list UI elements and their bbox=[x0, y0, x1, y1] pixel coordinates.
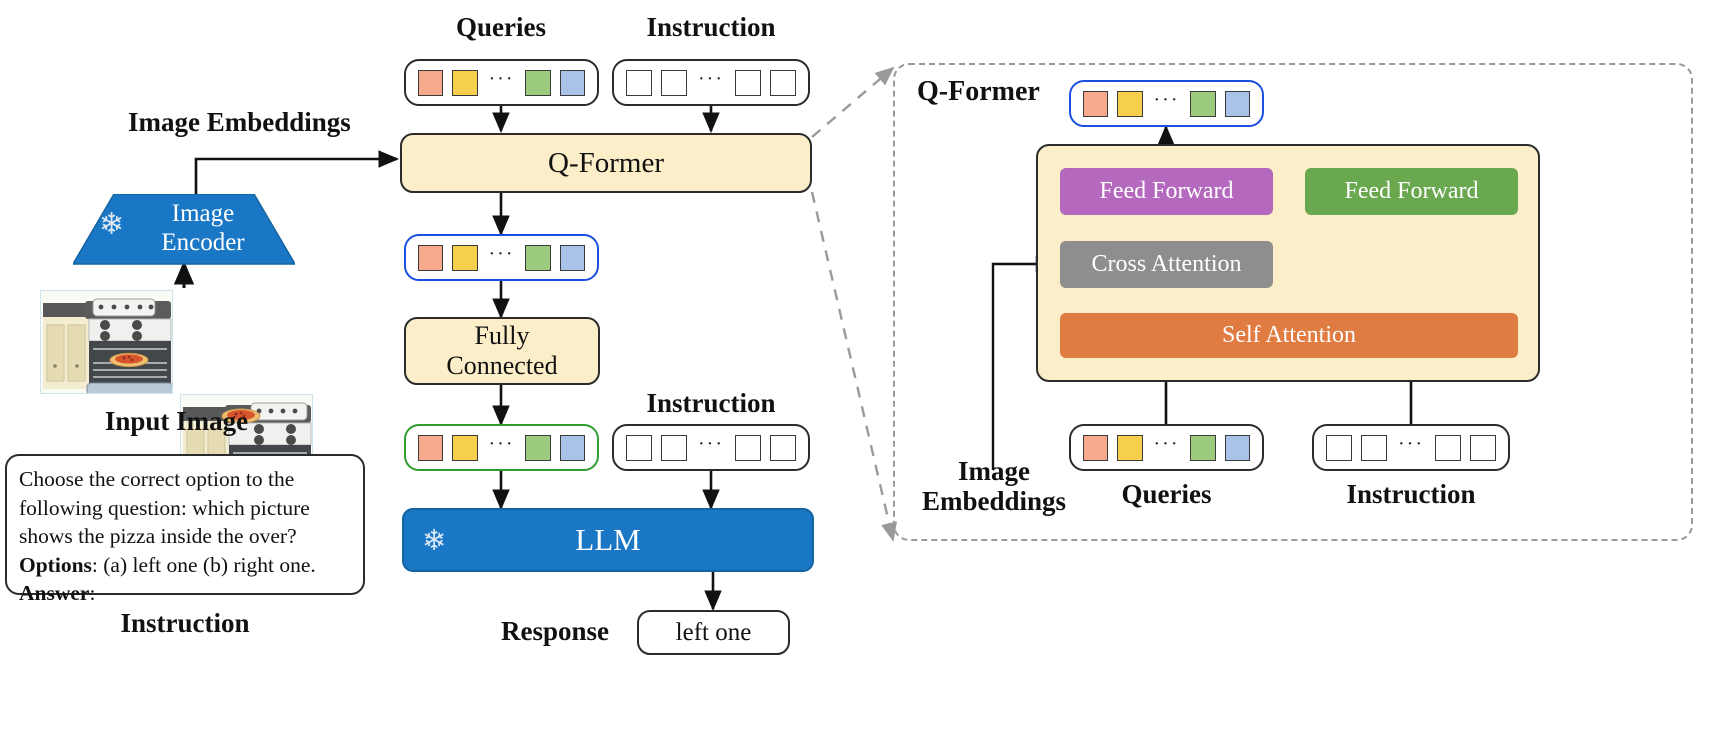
response-box[interactable]: left one bbox=[637, 610, 790, 655]
ellipsis-icon: ··· bbox=[488, 242, 515, 265]
feed-forward-instruction-label: Feed Forward bbox=[1344, 178, 1479, 204]
ellipsis-icon: ··· bbox=[488, 67, 515, 90]
ellipsis-icon: ··· bbox=[698, 432, 724, 455]
instruction-caption: Instruction bbox=[120, 608, 250, 638]
feed-forward-queries-label: Feed Forward bbox=[1099, 178, 1234, 204]
instruction-token bbox=[661, 434, 687, 461]
detail-image-embeddings-line1: Image bbox=[958, 456, 1030, 486]
query-token-salmon bbox=[418, 69, 444, 96]
instruction-token bbox=[1326, 434, 1352, 461]
instruction-token bbox=[1361, 434, 1387, 461]
projected-token-green bbox=[525, 434, 551, 461]
options-rest: : (a) left one (b) right one. bbox=[91, 552, 316, 577]
detail-query-token-yellow bbox=[1117, 434, 1143, 461]
projected-token-strip[interactable]: ··· bbox=[404, 424, 599, 471]
instruction-token bbox=[661, 69, 687, 96]
query-token-blue bbox=[559, 69, 585, 96]
ellipsis-icon: ··· bbox=[1153, 432, 1180, 455]
feed-forward-instruction-block[interactable]: Feed Forward bbox=[1305, 168, 1518, 215]
query-token-green bbox=[525, 69, 551, 96]
response-label: Response bbox=[501, 616, 610, 646]
instruction-token bbox=[1434, 434, 1461, 461]
projected-token-yellow bbox=[452, 434, 478, 461]
input-image-label: Input Image bbox=[104, 406, 249, 436]
ellipsis-icon: ··· bbox=[1153, 88, 1180, 111]
response-text: left one bbox=[675, 618, 752, 646]
snowflake-icon: ❄ bbox=[422, 525, 447, 557]
instruction-mid-label: Instruction bbox=[646, 388, 776, 418]
query-token-yellow bbox=[452, 69, 478, 96]
input-thumbnail-left[interactable] bbox=[40, 290, 173, 394]
detail-query-token-green bbox=[1190, 434, 1216, 461]
queries-label: Queries bbox=[456, 12, 546, 42]
q-former-block-label: Q-Former bbox=[548, 146, 664, 179]
detail-queries-token-strip[interactable]: ··· bbox=[1069, 424, 1264, 471]
instruction-top-label: Instruction bbox=[646, 12, 776, 42]
instruction-token-strip-top[interactable]: ··· bbox=[612, 59, 810, 106]
detail-queries-label: Queries bbox=[1121, 479, 1212, 509]
image-encoder-label: Image Encoder bbox=[133, 200, 273, 257]
fully-connected-block[interactable]: Fully Connected bbox=[404, 317, 600, 385]
image-embeddings-label: Image Embeddings bbox=[128, 107, 351, 137]
cross-attention-block[interactable]: Cross Attention bbox=[1060, 241, 1273, 288]
ellipsis-icon: ··· bbox=[488, 432, 515, 455]
fully-connected-line2: Connected bbox=[446, 351, 558, 380]
instruction-line-3: shows the pizza inside the over? bbox=[19, 524, 297, 549]
options-label: Options bbox=[19, 552, 92, 577]
instruction-token bbox=[1469, 434, 1496, 461]
detail-panel-title: Q-Former bbox=[917, 76, 1040, 107]
answer-rest: : bbox=[89, 581, 96, 606]
instruction-token bbox=[769, 434, 796, 461]
detail-instruction-token-strip[interactable]: ··· bbox=[1312, 424, 1510, 471]
instruction-panel[interactable]: Choose the correct option to the followi… bbox=[5, 454, 365, 605]
detail-output-token-green bbox=[1190, 90, 1216, 117]
cross-attention-label: Cross Attention bbox=[1091, 251, 1242, 277]
detail-output-token-yellow bbox=[1117, 90, 1143, 117]
detail-image-embeddings-label: Image Embeddings bbox=[905, 456, 1083, 516]
llm-label: LLM bbox=[575, 522, 641, 557]
instruction-line-2: following question: which picture bbox=[19, 495, 310, 520]
output-token-blue bbox=[559, 244, 585, 271]
output-token-yellow bbox=[452, 244, 478, 271]
queries-token-strip[interactable]: ··· bbox=[404, 59, 599, 106]
llm-block[interactable]: ❄ LLM bbox=[402, 508, 814, 572]
instruction-line-1: Choose the correct option to the bbox=[19, 467, 295, 491]
detail-query-token-blue bbox=[1224, 434, 1250, 461]
instruction-answer-line: Answer: bbox=[19, 579, 351, 608]
instruction-token bbox=[769, 69, 796, 96]
feed-forward-queries-block[interactable]: Feed Forward bbox=[1060, 168, 1273, 215]
image-encoder-line1: Image bbox=[171, 200, 235, 227]
ellipsis-icon: ··· bbox=[1398, 432, 1424, 455]
instruction-token bbox=[734, 434, 761, 461]
detail-output-token-blue bbox=[1224, 90, 1250, 117]
self-attention-block[interactable]: Self Attention bbox=[1060, 313, 1518, 358]
ellipsis-icon: ··· bbox=[698, 67, 724, 90]
instruction-token bbox=[626, 69, 652, 96]
detail-image-embeddings-line2: Embeddings bbox=[921, 486, 1067, 517]
output-token-salmon bbox=[418, 244, 444, 271]
instruction-token-strip-mid[interactable]: ··· bbox=[612, 424, 810, 471]
detail-output-token-strip[interactable]: ··· bbox=[1069, 80, 1264, 127]
instruction-token bbox=[626, 434, 652, 461]
detail-query-token-salmon bbox=[1083, 434, 1109, 461]
output-token-green bbox=[525, 244, 551, 271]
q-former-detail-panel bbox=[893, 63, 1693, 541]
detail-instruction-label: Instruction bbox=[1346, 479, 1476, 509]
detail-output-token-salmon bbox=[1083, 90, 1109, 117]
fully-connected-line1: Fully bbox=[474, 321, 530, 351]
self-attention-label: Self Attention bbox=[1222, 322, 1356, 348]
answer-label: Answer bbox=[19, 581, 90, 606]
q-former-block[interactable]: Q-Former bbox=[400, 133, 812, 193]
instruction-options-line: Options: (a) left one (b) right one. bbox=[19, 551, 351, 580]
instruction-token bbox=[734, 69, 761, 96]
snowflake-icon: ❄ bbox=[99, 208, 125, 241]
projected-token-salmon bbox=[418, 434, 444, 461]
q-former-output-token-strip[interactable]: ··· bbox=[404, 234, 599, 281]
projected-token-blue bbox=[559, 434, 585, 461]
image-encoder-block[interactable]: ❄ Image Encoder bbox=[73, 194, 295, 266]
image-encoder-line2: Encoder bbox=[161, 228, 245, 256]
